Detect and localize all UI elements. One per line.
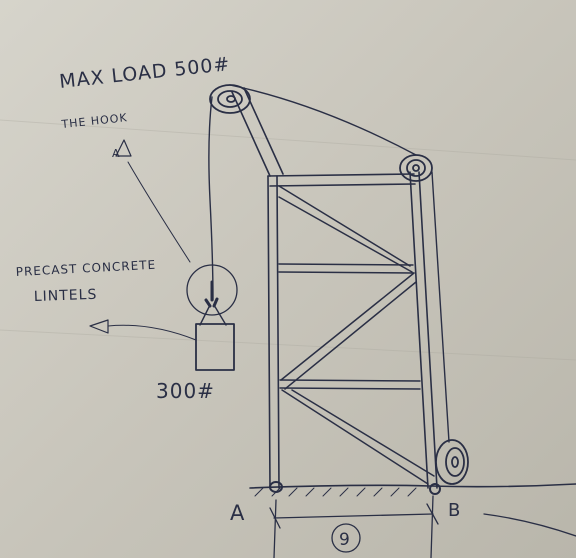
frame-diagonal-2 bbox=[280, 272, 417, 390]
hook-leader-line bbox=[127, 161, 191, 263]
load-weight-label: 300# bbox=[156, 379, 215, 403]
hook-arrow-label: A bbox=[112, 147, 121, 160]
right-pulley bbox=[399, 154, 433, 182]
load-leader-line bbox=[107, 324, 197, 341]
frame-top-beam bbox=[267, 173, 416, 187]
support-a-pin bbox=[269, 481, 283, 493]
frame-diagonal-3 bbox=[281, 389, 435, 485]
figure-number-circle bbox=[331, 523, 361, 553]
left-column bbox=[267, 175, 280, 489]
max-load-label: MAX LOAD 500# bbox=[58, 53, 231, 93]
hook-detail-circle bbox=[186, 264, 238, 316]
jib-arm bbox=[231, 87, 284, 177]
support-b-pin bbox=[429, 483, 441, 495]
load-block bbox=[195, 323, 235, 371]
top-pulley bbox=[209, 84, 251, 114]
frame-beam-3 bbox=[279, 379, 421, 390]
support-b-label: B bbox=[448, 500, 461, 521]
ground-line bbox=[249, 483, 576, 489]
hoist-cable-top bbox=[229, 84, 417, 156]
span-dimension-line bbox=[269, 495, 576, 558]
hoist-cable-right bbox=[431, 171, 450, 443]
ground-hatching bbox=[254, 487, 417, 497]
hook-icon bbox=[204, 280, 219, 308]
hoist-cable-drop bbox=[208, 96, 214, 301]
figure-number: 9 bbox=[339, 530, 351, 550]
frame-beam-2 bbox=[278, 263, 415, 274]
paper-rule-lines bbox=[0, 119, 576, 361]
material-label-line1: PRECAST CONCRETE bbox=[15, 258, 156, 279]
load-leader-arrowhead bbox=[89, 319, 109, 334]
material-label-line2: LINTELS bbox=[34, 287, 98, 305]
winch-drum bbox=[435, 439, 469, 485]
hook-sling bbox=[199, 304, 227, 326]
frame-diagonal-1 bbox=[278, 185, 413, 273]
support-a-label: A bbox=[230, 501, 245, 525]
hook-leader-arrowhead bbox=[115, 139, 132, 157]
right-column bbox=[409, 171, 438, 489]
